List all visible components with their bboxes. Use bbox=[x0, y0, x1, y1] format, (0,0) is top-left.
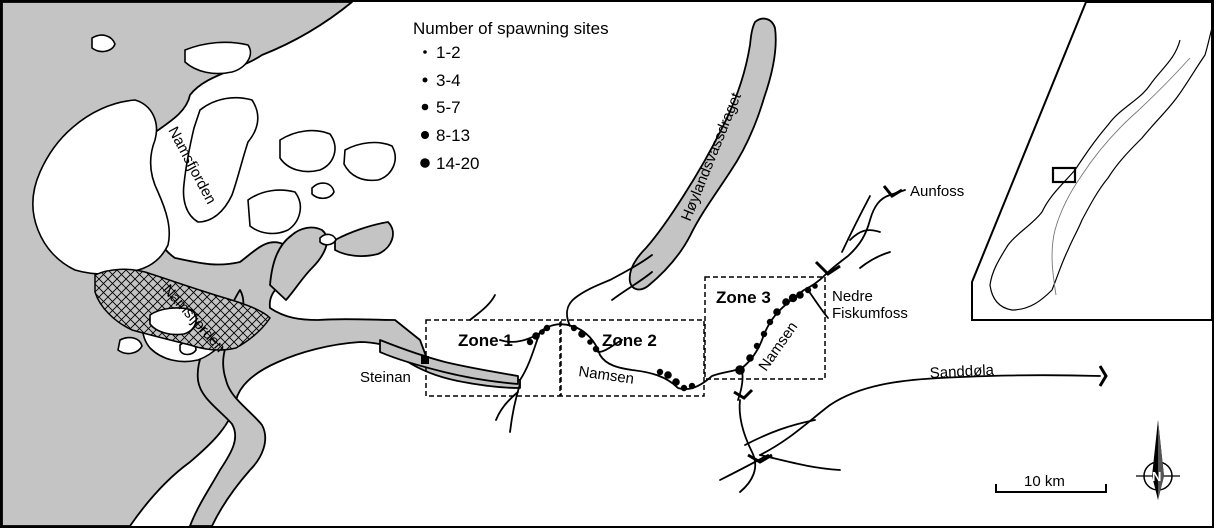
zone-1-label: Zone 1 bbox=[458, 331, 513, 350]
spawning-site bbox=[587, 339, 593, 345]
spawning-site bbox=[664, 371, 672, 379]
spawning-site bbox=[680, 384, 688, 392]
legend-label-3: 5-7 bbox=[436, 98, 461, 117]
spawning-site bbox=[788, 293, 798, 303]
aunfoss-label: Aunfoss bbox=[910, 183, 964, 200]
scale-bar-label: 10 km bbox=[1024, 473, 1065, 490]
spawning-site bbox=[543, 324, 551, 332]
fiskumfoss-label: Fiskumfoss bbox=[832, 305, 908, 322]
legend-title: Number of spawning sites bbox=[413, 19, 609, 38]
north-arrow-icon: N bbox=[1136, 420, 1180, 500]
spawning-site bbox=[766, 318, 774, 326]
legend-symbol-4 bbox=[421, 131, 429, 139]
spawning-site bbox=[688, 382, 696, 390]
sweden-border bbox=[1051, 57, 1191, 296]
legend: Number of spawning sites 1-2 3-4 5-7 8-1… bbox=[413, 19, 609, 173]
inset-map bbox=[971, 1, 1213, 321]
spawning-site bbox=[796, 291, 804, 299]
spawning-site bbox=[782, 298, 790, 306]
steinan-marker bbox=[421, 356, 429, 364]
study-area-box bbox=[1051, 166, 1077, 184]
zone-1-box bbox=[425, 319, 561, 397]
spawning-site bbox=[753, 342, 761, 350]
legend-label-5: 14-20 bbox=[436, 154, 479, 173]
scale-bar: 10 km bbox=[995, 473, 1107, 493]
spawning-site bbox=[812, 283, 818, 289]
spawning-site bbox=[746, 354, 754, 362]
dam-markers bbox=[421, 185, 1108, 464]
steinan-label: Steinan bbox=[360, 369, 411, 386]
legend-symbol-3 bbox=[421, 103, 429, 111]
sanddola-label: Sanddøla bbox=[929, 362, 995, 382]
legend-symbol-1 bbox=[423, 50, 427, 54]
islands bbox=[32, 34, 396, 363]
legend-label-1: 1-2 bbox=[436, 43, 461, 62]
nedre-label: Nedre bbox=[832, 288, 873, 305]
zone-2-label: Zone 2 bbox=[602, 331, 657, 350]
legend-label-2: 3-4 bbox=[436, 71, 461, 90]
spawning-site bbox=[570, 324, 578, 332]
spawning-site bbox=[526, 338, 534, 346]
spawning-sites bbox=[526, 283, 818, 392]
spawning-site bbox=[539, 329, 545, 335]
zone-3-label: Zone 3 bbox=[716, 288, 771, 307]
island-in-hatch bbox=[149, 307, 197, 336]
spawning-site bbox=[760, 330, 768, 338]
zone-3-box bbox=[704, 276, 826, 380]
north-label: N bbox=[1152, 469, 1161, 484]
legend-label-4: 8-13 bbox=[436, 126, 470, 145]
norway-outline bbox=[989, 27, 1213, 311]
legend-symbol-2 bbox=[422, 77, 428, 83]
legend-symbol-5 bbox=[420, 158, 430, 168]
hoylandsvassdraget-lake bbox=[628, 17, 777, 291]
spawning-site bbox=[592, 345, 600, 353]
spawning-site bbox=[735, 365, 745, 375]
spawning-site bbox=[804, 286, 812, 294]
spawning-site bbox=[672, 378, 680, 386]
spawning-site bbox=[656, 368, 664, 376]
spawning-site bbox=[773, 308, 781, 316]
spawning-site bbox=[578, 330, 586, 338]
zone-2-box bbox=[560, 319, 705, 397]
spawning-site bbox=[532, 332, 540, 340]
